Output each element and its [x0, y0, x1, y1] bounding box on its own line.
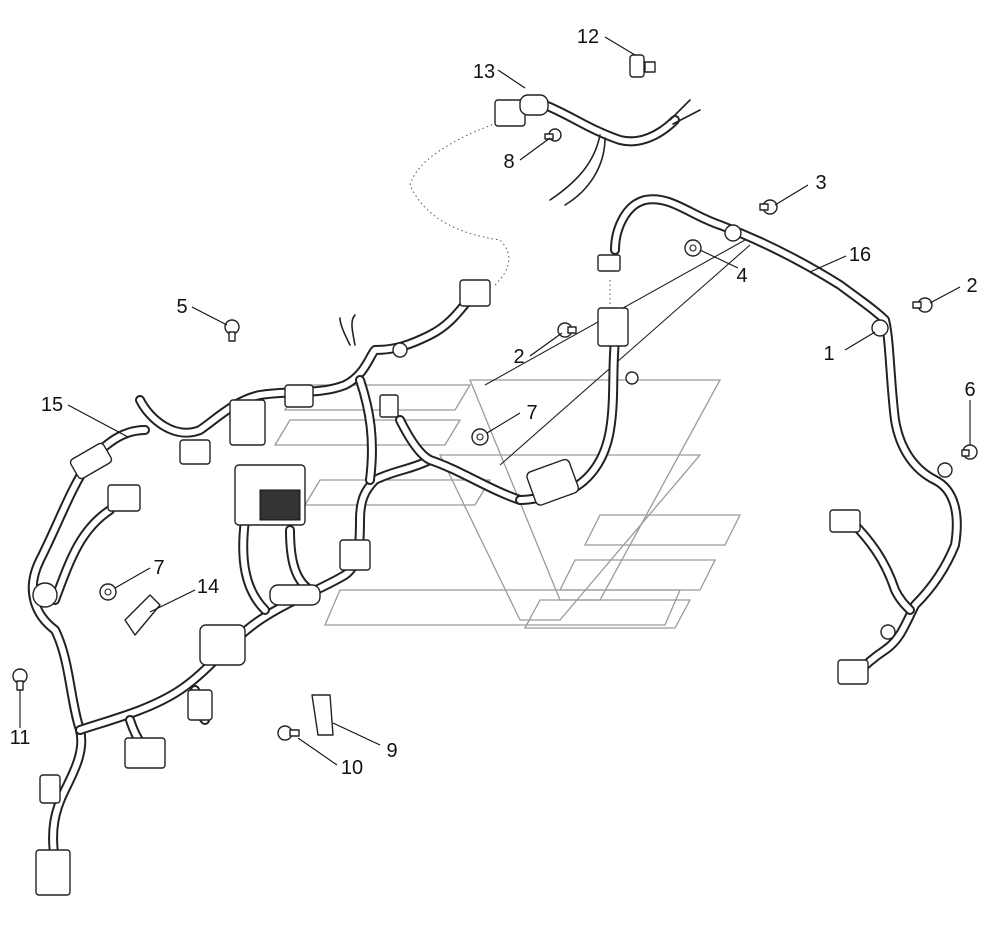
- callout-12: 12: [577, 26, 599, 48]
- connector-square: [107, 484, 141, 512]
- main-harness: [27, 293, 525, 865]
- leader-lines: [19, 36, 971, 766]
- bolt-10: [277, 725, 300, 741]
- clamps: [32, 224, 953, 640]
- bolt-2-right: [912, 297, 933, 313]
- callout-5: 5: [176, 296, 187, 318]
- callout-1: 1: [823, 343, 834, 365]
- bolt-5: [224, 319, 240, 342]
- bolt-8: [544, 128, 562, 142]
- connector-mid: [284, 384, 314, 408]
- clamp-16b: [937, 462, 953, 478]
- callout-8: 8: [503, 151, 514, 173]
- connector-center: [597, 307, 629, 347]
- clamp-16a: [724, 224, 742, 242]
- callout-14: 14: [197, 576, 219, 598]
- connector-left: [179, 439, 211, 465]
- clamp-top: [392, 342, 408, 358]
- connector-bracket: [124, 737, 166, 769]
- fasteners: [12, 54, 978, 741]
- callout-13: 13: [473, 61, 495, 83]
- connector-drop: [187, 689, 213, 721]
- connector-top: [459, 279, 491, 307]
- bracket-9: [311, 694, 334, 736]
- connector-lower: [199, 624, 246, 666]
- nut-7-left: [99, 583, 117, 601]
- callout-2-center: 2: [513, 346, 524, 368]
- callout-7-center: 7: [526, 402, 537, 424]
- junction-sleeve: [269, 584, 321, 606]
- relay-connector: [229, 399, 266, 446]
- connector-bottom: [35, 849, 71, 896]
- callout-labels: 12 13 8 3 4 16 2 1 2 5 6 7 15 7 14 11 9 …: [10, 26, 978, 779]
- ecu-pins: [259, 489, 301, 521]
- callout-15: 15: [41, 394, 63, 416]
- callout-10: 10: [341, 757, 363, 779]
- harness-13: [540, 99, 701, 206]
- clamp-center: [625, 371, 639, 385]
- clip-center: [339, 539, 371, 571]
- callout-11: 11: [10, 727, 31, 749]
- bracket-14: [124, 594, 161, 636]
- callout-3: 3: [815, 172, 826, 194]
- connector-small: [597, 254, 621, 272]
- callout-16: 16: [849, 244, 871, 266]
- harness-16: [515, 194, 962, 680]
- nut-7-center: [471, 428, 489, 446]
- clamp-1: [871, 319, 889, 337]
- nut-4: [684, 239, 702, 257]
- clamp-16c: [880, 624, 896, 640]
- clip-12: [629, 54, 656, 78]
- bolt-3: [759, 199, 778, 215]
- connector-angled: [69, 442, 113, 480]
- callout-4: 4: [736, 265, 747, 287]
- callout-6: 6: [964, 379, 975, 401]
- connectors: [35, 94, 869, 896]
- bolt-2-center: [557, 322, 577, 338]
- sensor-body: [519, 94, 549, 116]
- callout-7-left: 7: [153, 557, 164, 579]
- clamp-left: [32, 582, 58, 608]
- bolt-11: [12, 668, 28, 691]
- watermark-logo: [273, 379, 742, 629]
- bolt-6: [961, 444, 978, 460]
- connector-right: [526, 458, 580, 506]
- callout-2-right: 2: [966, 275, 977, 297]
- callout-9: 9: [386, 740, 397, 762]
- connector-tail: [39, 774, 61, 804]
- connector-narrow: [379, 394, 399, 418]
- connector-16-upper: [829, 509, 861, 533]
- connector-16-lower: [837, 659, 869, 685]
